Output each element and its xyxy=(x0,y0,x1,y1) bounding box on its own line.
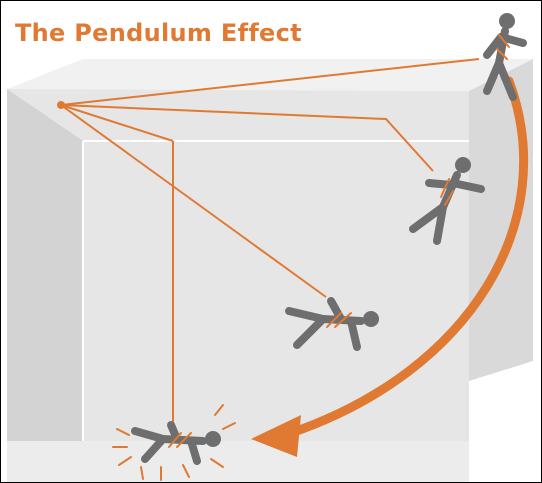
block-front-face xyxy=(7,89,469,481)
ground-shadow xyxy=(7,441,469,482)
lanyard-to-falling-worker xyxy=(60,104,327,298)
swinging-worker-icon xyxy=(409,157,485,245)
diagram-title: The Pendulum Effect xyxy=(15,19,302,47)
lanyard-to-impact-worker xyxy=(60,104,174,142)
swing-arrow xyxy=(286,76,529,438)
impact-worker-icon xyxy=(112,404,236,481)
lanyard-lines xyxy=(60,58,480,429)
building-block xyxy=(7,59,533,482)
lanyard-to-standing-worker xyxy=(60,58,480,106)
anchor-point-icon xyxy=(57,101,65,109)
standing-worker-icon xyxy=(483,13,527,101)
block-left-face xyxy=(7,89,83,481)
block-top-face xyxy=(7,59,533,91)
falling-worker-icon xyxy=(285,297,379,351)
swing-arrowhead-icon xyxy=(251,415,301,457)
lanyard-to-swinging-worker xyxy=(60,104,434,172)
block-right-face xyxy=(469,59,533,381)
